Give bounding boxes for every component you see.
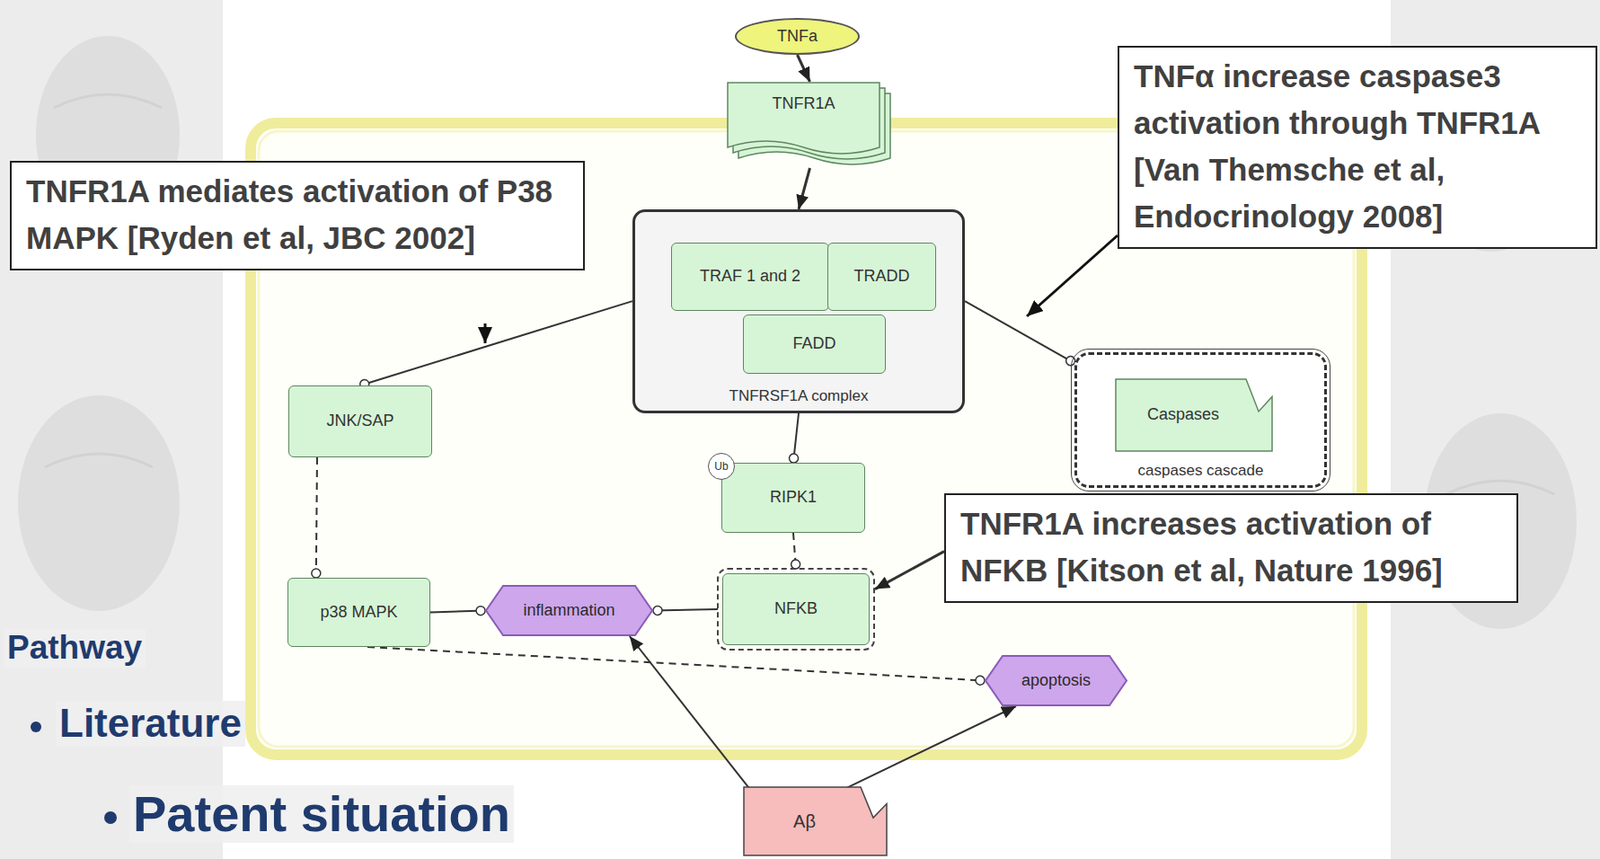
connector — [875, 551, 945, 590]
hexagon-outline — [486, 585, 653, 636]
citation-callout: TNFR1A mediates activation of P38 MAPK [… — [9, 160, 585, 271]
connector — [360, 300, 633, 386]
node-text: TNFR1A mediates activation of P38 MAPK [… — [26, 167, 569, 262]
node-text: TNFa — [777, 26, 818, 47]
protein-box: FADD — [742, 314, 886, 374]
flag-outline — [743, 786, 887, 856]
node-text: p38 MAPK — [319, 602, 398, 623]
citation-callout: TNFα increase caspase3 activation throug… — [1117, 45, 1598, 249]
connector — [793, 532, 796, 569]
node-text: TNFα increase caspase3 activation throug… — [1133, 53, 1582, 240]
node-text: NFKB — [774, 599, 818, 619]
hexagon-outline — [985, 655, 1127, 706]
bullet-text: Literature — [55, 700, 246, 747]
connector — [793, 413, 799, 463]
bullet — [104, 811, 117, 824]
node-text: inflammation — [522, 601, 615, 621]
modification-circle: Ub — [707, 452, 735, 480]
node-text: Aβ — [793, 810, 816, 832]
connector — [629, 636, 750, 788]
bullet — [30, 721, 42, 733]
protein-box: NFKB — [722, 573, 870, 646]
node-text: TNFR1A increases activation of NFKB [Kit… — [960, 500, 1503, 594]
connector — [964, 300, 1075, 363]
node-text: Ub — [714, 459, 728, 473]
node-text: TNFRSF1A complex — [729, 387, 869, 406]
flag-outline — [1115, 379, 1273, 451]
process-hexagon: inflammation — [485, 584, 654, 637]
connector — [430, 610, 486, 613]
leader-line — [484, 323, 487, 344]
bullet-text: Patent situation — [129, 785, 514, 843]
protein-box: JNK/SAP — [288, 385, 433, 458]
peptide-box: Aβ — [742, 786, 888, 857]
protein-box: p38 MAPK — [287, 577, 431, 647]
node-text: TRADD — [854, 266, 911, 287]
connector — [316, 457, 318, 578]
citation-callout: TNFR1A increases activation of NFKB [Kit… — [944, 493, 1519, 603]
node-text: TNFR1A — [771, 94, 835, 115]
complex-box: TNFRSF1A complex TRAF 1 and 2 TRADD FADD — [632, 209, 965, 414]
connector — [798, 167, 811, 210]
receptor-box: TNFR1A — [726, 81, 893, 168]
leader-line — [1026, 235, 1118, 317]
process-hexagon: apoptosis — [984, 654, 1128, 707]
cascade-box: caspases cascade Caspases — [1074, 352, 1327, 488]
node-text: apoptosis — [1021, 671, 1091, 691]
protein-box: TRADD — [827, 242, 937, 311]
protein-box: RIPK1Ub — [721, 462, 866, 533]
node-text: TRAF 1 and 2 — [699, 266, 801, 287]
enzyme-box: Caspases — [1114, 378, 1273, 452]
node-text: caspases cascade — [1138, 461, 1265, 480]
connector — [367, 646, 985, 681]
node-text: FADD — [792, 334, 836, 354]
ligand-ellipse: TNFa — [734, 17, 860, 55]
protein-box: TRAF 1 and 2 — [671, 242, 830, 311]
node-text: Caspases — [1147, 405, 1220, 425]
node-text: JNK/SAP — [326, 411, 394, 432]
connector — [797, 54, 811, 82]
node-text: RIPK1 — [769, 487, 817, 508]
connector — [847, 706, 1017, 788]
document-layer — [727, 82, 880, 154]
bullet-text: Pathway — [3, 628, 146, 668]
connector — [653, 609, 718, 611]
